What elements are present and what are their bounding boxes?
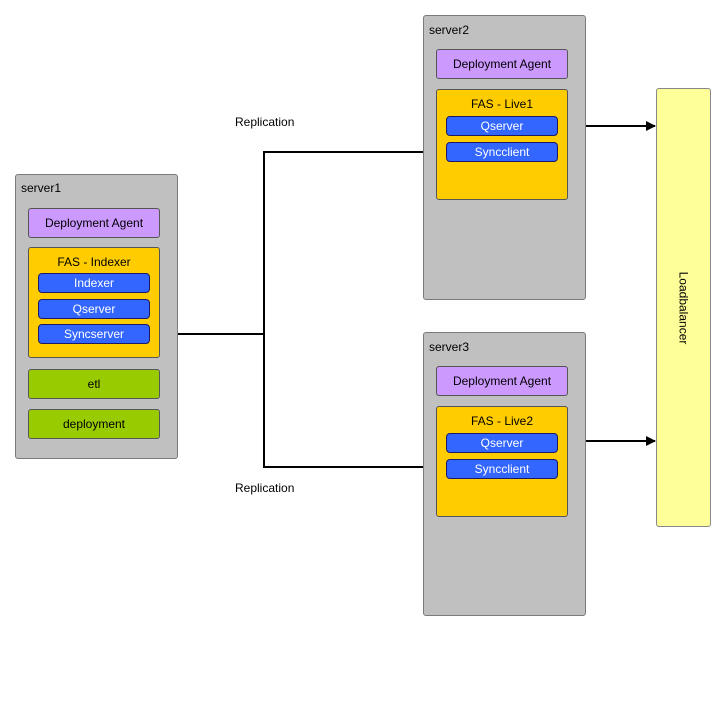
indexer-service: Indexer <box>38 273 150 293</box>
loadbalancer-label: Loadbalancer <box>676 271 691 344</box>
server1-fas-title: FAS - Indexer <box>57 255 131 269</box>
server3-syncclient-service: Syncclient <box>446 459 558 479</box>
replication-label-top: Replication <box>235 115 295 129</box>
replication-line-top <box>263 151 446 334</box>
server3-qserver-service: Qserver <box>446 433 558 453</box>
server1-fas-indexer: FAS - Indexer Indexer Qserver Syncserver <box>28 247 160 358</box>
server3-fas-live2: FAS - Live2 Qserver Syncclient <box>436 406 568 517</box>
server2-syncclient-service: Syncclient <box>446 142 558 162</box>
server3-fas-title: FAS - Live2 <box>470 414 534 428</box>
server1-title: server1 <box>21 181 62 195</box>
etl-box: etl <box>28 369 160 399</box>
replication-line-bottom <box>263 334 446 468</box>
loadbalancer-box: Loadbalancer <box>656 88 711 527</box>
server2-box: server2 Deployment Agent FAS - Live1 Qse… <box>423 15 586 300</box>
replication-label-bottom: Replication <box>235 481 295 495</box>
server2-deployment-agent: Deployment Agent <box>436 49 568 79</box>
server3-deployment-agent: Deployment Agent <box>436 366 568 396</box>
deployment-box: deployment <box>28 409 160 439</box>
server2-fas-live1: FAS - Live1 Qserver Syncclient <box>436 89 568 200</box>
server1-deployment-agent: Deployment Agent <box>28 208 160 238</box>
server3-title: server3 <box>429 340 470 354</box>
server1-box: server1 Deployment Agent FAS - Indexer I… <box>15 174 178 459</box>
server2-fas-title: FAS - Live1 <box>470 97 534 111</box>
server1-qserver-service: Qserver <box>38 299 150 319</box>
server2-qserver-service: Qserver <box>446 116 558 136</box>
syncserver-service: Syncserver <box>38 324 150 344</box>
server3-box: server3 Deployment Agent FAS - Live2 Qse… <box>423 332 586 616</box>
server2-title: server2 <box>429 23 470 37</box>
